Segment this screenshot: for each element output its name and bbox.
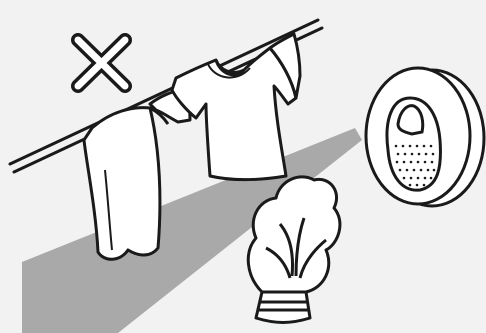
- warning-illustration: [0, 0, 486, 333]
- illustration-svg: [0, 0, 486, 333]
